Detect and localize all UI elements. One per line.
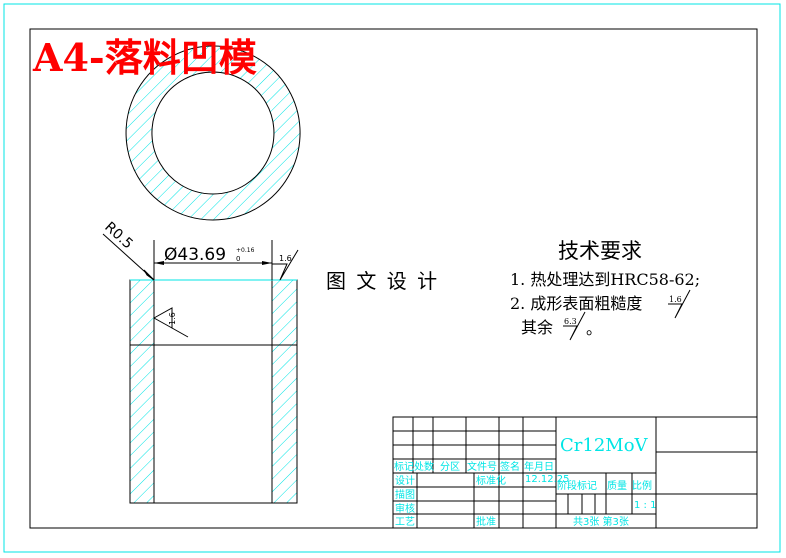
header-zone: 分区	[440, 461, 460, 473]
label-drawing: 描图	[395, 488, 415, 501]
roughness-top-value: 1.6	[279, 254, 292, 263]
diameter-dimension: Ø43.69 +0.16 0	[153, 240, 273, 280]
header-date: 年月日	[524, 460, 554, 473]
header-file-no: 文件号	[467, 460, 497, 473]
label-stage-mark: 阶段标记	[557, 479, 597, 492]
tolerance-upper: +0.16	[236, 247, 255, 254]
top-view-ring	[125, 45, 301, 221]
scale-value: 1 : 1	[634, 500, 656, 511]
tech-req-line3: 其余	[521, 318, 553, 337]
roughness-6-3: 6.3	[564, 317, 577, 326]
radius-callout: R0.5	[101, 219, 155, 281]
material-label: Cr12MoV	[560, 435, 649, 456]
date-value: 12.12.25	[525, 474, 570, 485]
tolerance-lower: 0	[236, 255, 240, 263]
roughness-bore-value: 1.6	[168, 312, 177, 325]
roughness-symbol-bore: 1.6	[153, 307, 189, 338]
sheet-count: 共3张 第3张	[573, 515, 629, 528]
label-review: 审核	[395, 502, 415, 515]
header-signature: 签名	[500, 460, 520, 473]
watermark-text: 图 文 设 计	[326, 269, 439, 293]
label-process: 工艺	[395, 516, 415, 528]
outer-frame	[3, 3, 781, 553]
section-view	[129, 279, 298, 504]
label-weight: 质量	[607, 480, 627, 492]
tech-req-line2: 2. 成形表面粗糙度	[510, 294, 642, 313]
tech-req-line1: 1. 热处理达到HRC58-62;	[510, 270, 700, 289]
label-standardize: 标准化	[476, 474, 506, 487]
header-mark: 标记	[394, 461, 414, 473]
roughness-1-6: 1.6	[669, 295, 682, 304]
label-scale: 比例	[632, 479, 652, 492]
roughness-symbol-top: 1.6	[272, 249, 299, 281]
label-design: 设计	[395, 474, 415, 487]
tech-req-heading: 技术要求	[558, 239, 642, 263]
technical-requirements: 技术要求 1. 热处理达到HRC58-62; 2. 成形表面粗糙度 1.6 其余…	[510, 239, 700, 341]
tech-req-period: 。	[586, 319, 602, 338]
header-count: 处数	[414, 460, 434, 473]
drawing-title: A4-落料凹模	[32, 35, 257, 80]
title-block: Cr12MoV 标记 处数 分区 文件号 签名 年月日 设计 标准化 12.12…	[392, 416, 758, 529]
label-approve: 批准	[476, 515, 496, 528]
diameter-value: Ø43.69	[164, 245, 226, 265]
